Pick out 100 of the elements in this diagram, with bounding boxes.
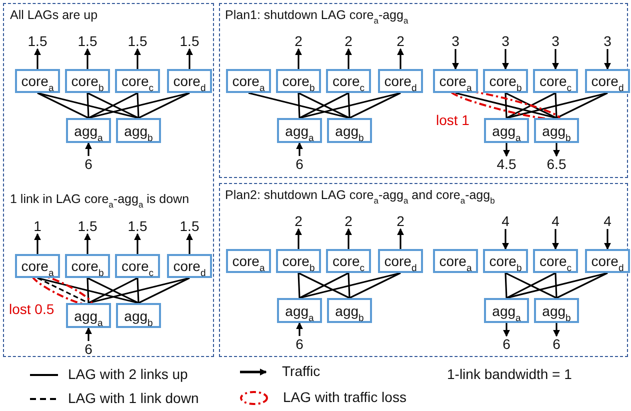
traffic-value: 4 [604, 213, 612, 229]
switch-box: core$_{c}$ [115, 69, 160, 93]
traffic-arrow [84, 233, 91, 254]
traffic-value: 2 [344, 33, 352, 49]
traffic-arrow [296, 322, 303, 336]
traffic-arrow [503, 323, 510, 337]
link-line [554, 272, 558, 298]
switch-box: core$_{c}$ [326, 69, 371, 93]
switch-box: core$_{b}$ [276, 249, 321, 273]
switch-box: core$_{a}$ [15, 69, 60, 93]
switch-box: agg$_{b}$ [534, 118, 579, 143]
traffic-value: 4.5 [496, 156, 516, 172]
switch-box: core$_{a}$ [226, 69, 271, 93]
link-line [506, 272, 608, 299]
link-line [88, 92, 190, 119]
traffic-arrow [186, 233, 193, 254]
switch-box: agg$_{a}$ [66, 303, 111, 328]
traffic-arrow [34, 48, 41, 69]
traffic-value: 1.5 [28, 33, 48, 49]
switch-box: core$_{c}$ [326, 249, 371, 273]
traffic-value: 2 [294, 33, 302, 49]
traffic-arrow [34, 233, 41, 254]
switch-box: core$_{c}$ [533, 69, 578, 93]
switch-box: agg$_{b}$ [327, 118, 372, 143]
traffic-value: 3 [502, 33, 510, 49]
switch-box: core$_{a}$ [226, 249, 271, 273]
legend-text: LAG with 2 links up [68, 366, 188, 382]
switch-box: agg$_{b}$ [534, 298, 579, 323]
traffic-arrow [604, 229, 611, 250]
traffic-arrow [503, 143, 510, 157]
switch-box: agg$_{a}$ [484, 298, 529, 323]
scenario-panel [219, 3, 628, 178]
panel-title: Plan2: shutdown LAG core$_{a}$-agg$_{a}$ and core$_{a}$-agg$_{b}$ [225, 188, 495, 202]
switch-box: core$_{d}$ [378, 69, 423, 93]
switch-box: core$_{d}$ [378, 249, 423, 273]
link-line [298, 272, 300, 298]
traffic-arrow [552, 229, 559, 250]
switch-box: core$_{b}$ [65, 69, 110, 93]
link-line [349, 272, 401, 299]
switch-box: agg$_{a}$ [277, 298, 322, 323]
link-line [37, 277, 139, 304]
switch-box: agg$_{a}$ [277, 118, 322, 143]
traffic-arrow [502, 229, 509, 250]
traffic-arrow [397, 228, 404, 249]
traffic-value: 4 [502, 213, 510, 229]
traffic-arrow [85, 142, 92, 156]
traffic-arrow [134, 48, 141, 69]
traffic-arrow [553, 143, 560, 157]
loss-label: lost 0.5 [9, 301, 54, 317]
traffic-value: 6.5 [546, 156, 566, 172]
switch-box: core$_{d}$ [167, 69, 212, 93]
switch-box: agg$_{b}$ [116, 118, 161, 143]
switch-box: core$_{c}$ [533, 249, 578, 273]
traffic-arrow [84, 48, 91, 69]
link-line [299, 92, 401, 119]
switch-box: core$_{a}$ [15, 254, 60, 278]
link-line [248, 92, 350, 119]
traffic-arrow [604, 49, 611, 70]
traffic-value: 3 [452, 33, 460, 49]
link-line [138, 277, 190, 304]
link-line [298, 92, 300, 118]
traffic-value: 1.5 [128, 218, 148, 234]
link-line [37, 92, 89, 119]
traffic-arrow [397, 48, 404, 69]
traffic-value: 1 [34, 218, 42, 234]
link-line [504, 272, 508, 298]
traffic-arrow [186, 48, 193, 69]
link-line [86, 278, 90, 304]
link-line [138, 92, 190, 119]
switch-box: core$_{b}$ [483, 249, 528, 273]
traffic-arrow [345, 48, 352, 69]
switch-box: core$_{d}$ [585, 249, 630, 273]
link-line [348, 92, 350, 118]
traffic-value: 6 [296, 336, 304, 352]
switch-box: core$_{b}$ [483, 69, 528, 93]
traffic-value: 6 [296, 156, 304, 172]
traffic-arrow [345, 228, 352, 249]
link-line [37, 92, 139, 119]
link-line [299, 272, 401, 299]
link-line [136, 92, 140, 118]
panel-title: All LAGs are up [10, 8, 98, 22]
traffic-arrow [502, 49, 509, 70]
scenario-panel [219, 183, 628, 357]
note: 1-link bandwidth = 1 [447, 366, 572, 382]
traffic-value: 6 [552, 336, 560, 352]
traffic-value: 4 [552, 213, 560, 229]
traffic-arrow [452, 49, 459, 70]
scenario-panel [3, 3, 214, 357]
link-line [556, 272, 608, 299]
traffic-value: 3 [552, 33, 560, 49]
traffic-value: 6 [502, 336, 510, 352]
legend-text: Traffic [282, 363, 320, 379]
traffic-value: 2 [344, 213, 352, 229]
traffic-value: 6 [84, 156, 92, 172]
switch-box: core$_{d}$ [585, 69, 630, 93]
traffic-arrow [553, 323, 560, 337]
traffic-value: 2 [396, 33, 404, 49]
panel-title: 1 link in LAG core$_{a}$-agg$_{a}$ is down [10, 192, 190, 206]
link-line [348, 272, 350, 298]
switch-box: core$_{b}$ [65, 254, 110, 278]
